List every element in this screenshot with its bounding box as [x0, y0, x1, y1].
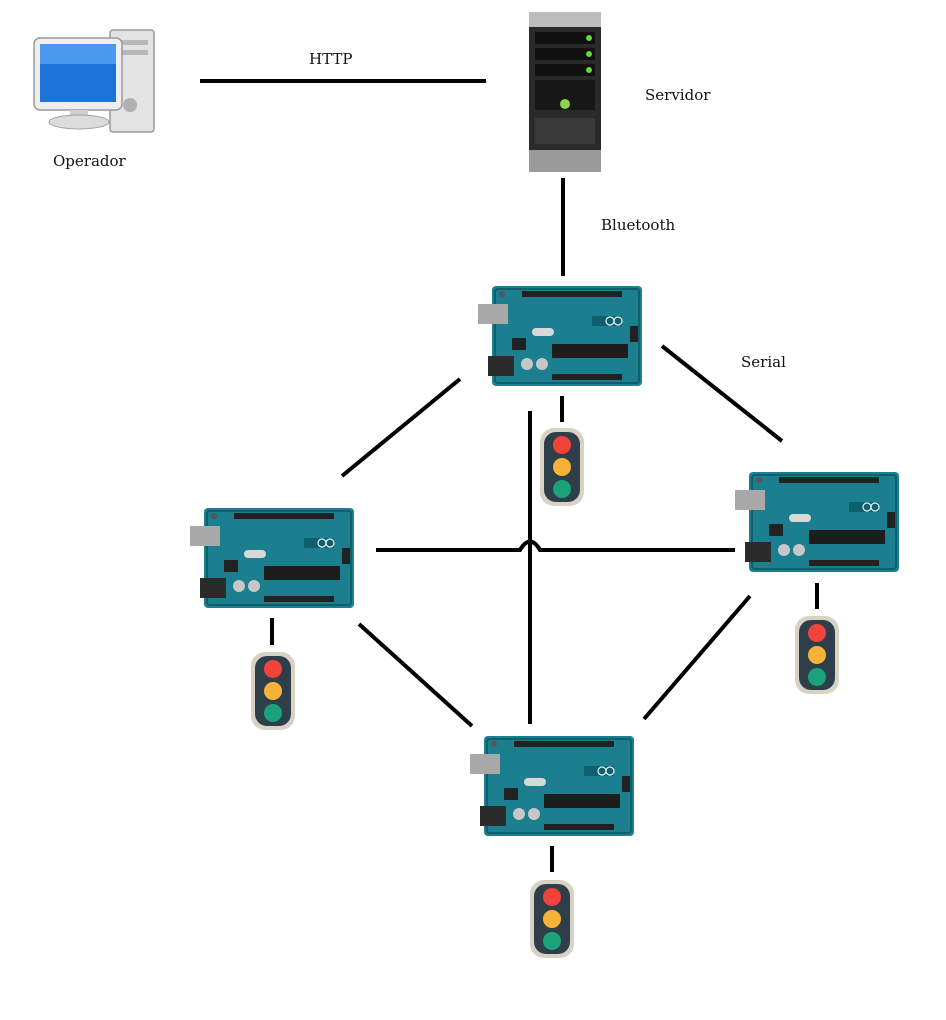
traffic-light-icon-right	[795, 616, 839, 694]
serial-label: Serial	[741, 353, 786, 371]
desktop-computer-icon	[33, 29, 155, 133]
serial-link-right-bottom	[642, 594, 752, 721]
serial-link-top-left	[340, 377, 462, 478]
server-label: Servidor	[645, 86, 711, 104]
traffic-light-icon-bottom	[530, 880, 574, 958]
serial-link-top-right	[660, 344, 784, 443]
serial-link-left-right	[376, 539, 735, 552]
bluetooth-label: Bluetooth	[601, 216, 676, 234]
traffic-light-icon-left	[251, 652, 295, 730]
connection-lines	[200, 79, 819, 872]
arduino-board-bottom	[469, 735, 635, 837]
arduino-board-top	[477, 285, 643, 387]
traffic-light-icon-top	[540, 428, 584, 506]
server-rack-icon	[529, 12, 601, 172]
operator-label: Operador	[53, 152, 126, 170]
arduino-board-left	[189, 507, 355, 609]
http-label: HTTP	[309, 50, 353, 68]
serial-link-left-bottom	[357, 622, 474, 728]
arduino-board-right	[734, 471, 900, 573]
